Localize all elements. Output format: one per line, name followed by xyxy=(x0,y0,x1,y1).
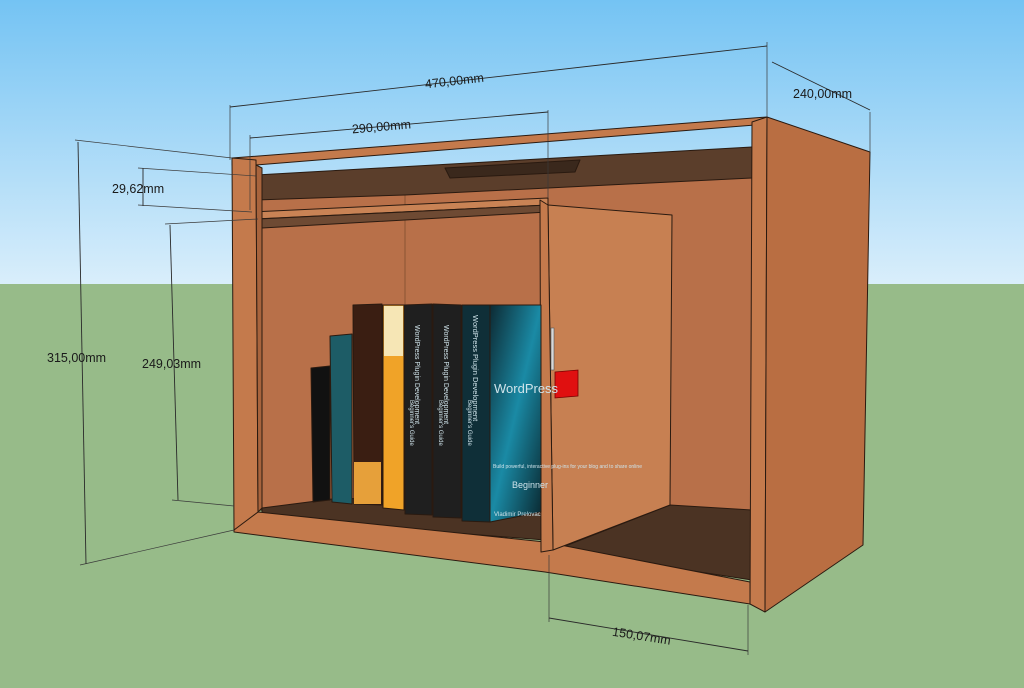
book-cover-author: Vladimir Prelovac xyxy=(494,512,541,518)
handle-bar xyxy=(550,327,555,371)
dimension-left-compartment[interactable]: 290,00mm xyxy=(249,110,549,210)
book-3-band xyxy=(354,462,381,504)
book-7-cover xyxy=(489,304,542,523)
book-5-subtitle: Beginner's Guide xyxy=(408,400,414,447)
dimension-overall-width[interactable]: 470,00mm xyxy=(229,42,768,160)
left-panel-inner xyxy=(255,164,263,513)
dimension-top-gap[interactable]: 29,62mm xyxy=(112,167,257,213)
book-4-band xyxy=(384,306,403,356)
books: WordPress Plugin Development Beginner's … xyxy=(310,303,642,523)
dimension-interior-height[interactable]: 249,03mm xyxy=(142,218,259,507)
book-6-subtitle: Beginner's Guide xyxy=(437,400,443,447)
book-5-title: WordPress Plugin Development xyxy=(413,325,420,424)
book-cover-badge: Beginner xyxy=(512,480,548,490)
book-2 xyxy=(329,333,353,505)
dimension-overall-height[interactable]: 315,00mm xyxy=(47,139,235,566)
book-1 xyxy=(310,365,331,503)
handle-knob[interactable] xyxy=(554,369,579,399)
left-panel-edge xyxy=(231,157,259,531)
dimension-depth[interactable]: 240,00mm xyxy=(771,61,871,152)
book-5 xyxy=(403,303,433,516)
book-7-subtitle: Beginner's Guide xyxy=(466,400,472,447)
dim-label-315: 315,00mm xyxy=(47,351,106,365)
top-cutout xyxy=(444,159,581,179)
right-panel-outer xyxy=(764,116,871,613)
cabinet[interactable] xyxy=(231,116,871,613)
book-cover-blurb: Build powerful, interactive plug-ins for… xyxy=(493,464,642,470)
book-cover-title: WordPress xyxy=(494,381,559,396)
right-panel-edge xyxy=(749,116,768,613)
book-4 xyxy=(382,304,405,511)
book-6-title: WordPress Plugin Development xyxy=(442,325,449,424)
dim-label-470: 470,00mm xyxy=(424,71,484,92)
dim-label-240: 240,00mm xyxy=(793,87,852,101)
book-7-title: WordPress Plugin Development xyxy=(471,315,480,422)
book-6 xyxy=(432,303,462,519)
book-3 xyxy=(352,303,383,506)
dim-label-290: 290,00mm xyxy=(351,117,411,136)
dim-label-249-03: 249,03mm xyxy=(142,357,201,371)
dim-label-29-62: 29,62mm xyxy=(112,182,164,196)
